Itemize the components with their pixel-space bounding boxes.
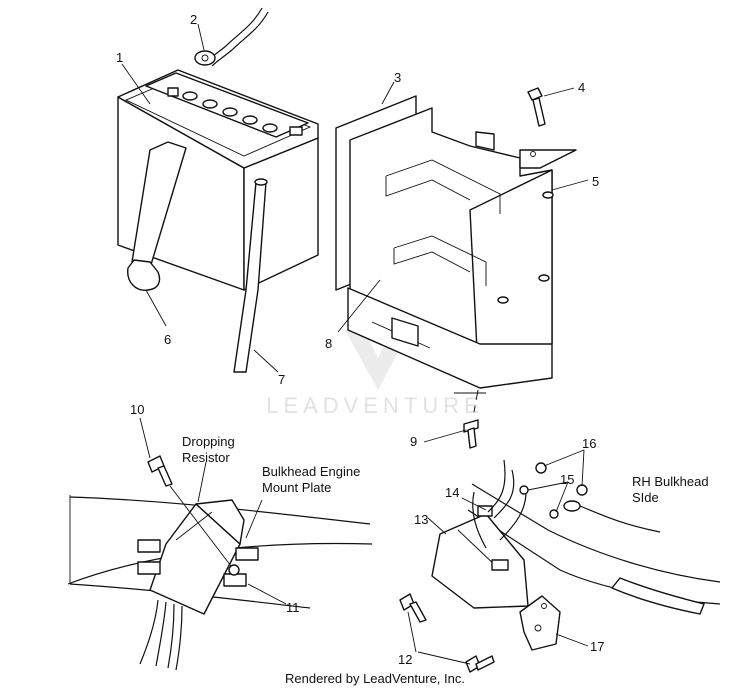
battery-box (335, 95, 577, 389)
dropping-resistor (137, 499, 259, 671)
screw (147, 455, 173, 487)
callout-6: 6 (164, 332, 171, 347)
footer-credit: Rendered by LeadVenture, Inc. (285, 671, 465, 686)
callout-15: 15 (560, 472, 574, 487)
callout-16: 16 (582, 436, 596, 451)
battery (117, 69, 319, 373)
callout-9: 9 (410, 434, 417, 449)
callout-11: 11 (286, 600, 300, 615)
rh-bulkhead-label-line1: RH Bulkhead (632, 474, 709, 489)
callout-7: 7 (278, 372, 285, 387)
bulkhead-plate-label-line1: Bulkhead Engine (262, 464, 360, 479)
leader-lines (121, 23, 589, 665)
text-labels: Dropping Resistor Bulkhead Engine Mount … (182, 434, 709, 505)
rh-bulkhead-label-line2: SIde (632, 490, 659, 505)
bulkhead-plate-label-line2: Mount Plate (262, 480, 331, 495)
svg-text:LEADVENTURE: LEADVENTURE (266, 393, 484, 418)
callout-numbers: 1 2 3 4 5 6 7 8 9 10 11 12 13 14 15 16 1… (116, 12, 604, 667)
bolt (527, 87, 546, 127)
dropping-resistor-label-line1: Dropping (182, 434, 235, 449)
screws (399, 593, 495, 673)
terminal-boot (127, 259, 161, 291)
callout-17: 17 (590, 639, 604, 654)
fastener (463, 419, 479, 449)
callout-12: 12 (398, 652, 412, 667)
bulkhead-side (467, 483, 721, 615)
voltage-regulator (431, 459, 529, 609)
bracket (519, 595, 561, 651)
callout-10: 10 (130, 402, 144, 417)
callout-8: 8 (325, 336, 332, 351)
callout-3: 3 (394, 70, 401, 85)
battery-cable (194, 7, 269, 67)
callout-5: 5 (592, 174, 599, 189)
dropping-resistor-label-line2: Resistor (182, 450, 230, 465)
callout-4: 4 (578, 80, 585, 95)
callout-14: 14 (445, 485, 459, 500)
callout-1: 1 (116, 50, 123, 65)
callout-2: 2 (190, 12, 197, 27)
ring-terminal (563, 500, 661, 533)
callout-13: 13 (414, 512, 428, 527)
